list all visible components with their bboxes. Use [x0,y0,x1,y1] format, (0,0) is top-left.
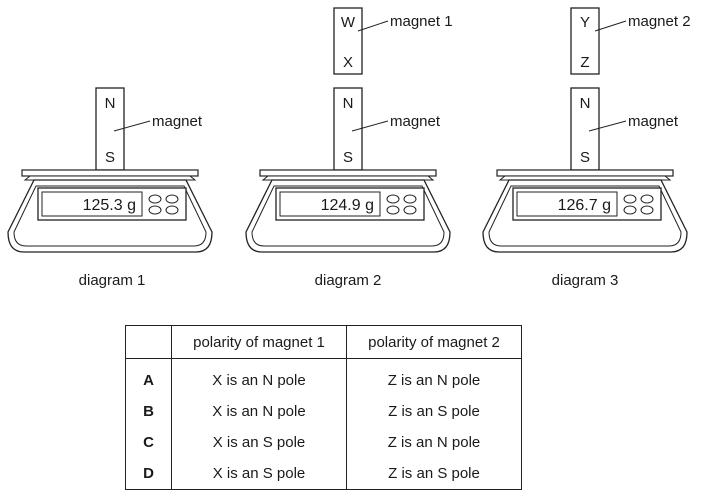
magnet-2-polarity: Z is an S pole [346,458,522,490]
option-row-d[interactable]: D X is an S pole Z is an S pole [125,458,522,490]
table-header-magnet-1: polarity of magnet 1 [171,325,347,359]
magnet-bottom-pole: S [580,149,590,166]
upper-magnet: W X magnet 1 [333,7,453,75]
magnet: N S magnet [95,87,203,171]
button [165,194,179,204]
magnet: N S magnet [570,87,679,171]
option-letter: C [125,427,172,458]
button [403,205,417,215]
option-letter: B [125,396,172,427]
diagram-3: Y Z magnet 2 N S magnet 126.7 g di [482,7,691,289]
magnet-1-polarity: X is an S pole [171,458,347,490]
balance-reading: 126.7 g [558,197,611,214]
button [403,194,417,204]
upper-magnet-top-pole: W [341,14,356,31]
diagram-caption: diagram 3 [552,272,619,289]
magnet-top-pole: N [580,95,591,112]
upper-magnet-bottom-pole: X [343,54,353,71]
option-letter: D [125,458,172,490]
upper-magnet-label: magnet 2 [628,13,691,30]
upper-magnet: Y Z magnet 2 [570,7,691,75]
option-row-b[interactable]: B X is an N pole Z is an S pole [125,396,522,427]
magnet-top-pole: N [105,95,116,112]
magnet-label: magnet [628,113,679,130]
diagram-caption: diagram 2 [315,272,382,289]
electronic-balance: 125.3 g [7,169,213,253]
option-row-a[interactable]: A X is an N pole Z is an N pole [125,358,522,396]
button [165,205,179,215]
magnet-label: magnet [390,113,441,130]
diagram-caption: diagram 1 [79,272,146,289]
magnet-1-polarity: X is an S pole [171,427,347,458]
button [386,194,400,204]
magnet-balance-diagrams: N S magnet 125.3 g diagram 1 W X [7,7,691,289]
diagram-1: N S magnet 125.3 g diagram 1 [7,87,213,289]
magnet: N S magnet [333,87,441,171]
answer-options-table: polarity of magnet 1 polarity of magnet … [125,325,522,490]
magnet-2-polarity: Z is an N pole [346,427,522,458]
button [640,194,654,204]
magnet-2-polarity: Z is an N pole [346,358,522,396]
electronic-balance: 126.7 g [482,169,688,253]
option-row-c[interactable]: C X is an S pole Z is an N pole [125,427,522,458]
upper-magnet-top-pole: Y [580,14,590,31]
magnet-label: magnet [152,113,203,130]
button [623,194,637,204]
magnet-1-polarity: X is an N pole [171,358,347,396]
button [623,205,637,215]
table-header-magnet-2: polarity of magnet 2 [346,325,522,359]
table-header-row: polarity of magnet 1 polarity of magnet … [125,325,522,359]
upper-magnet-label: magnet 1 [390,13,453,30]
upper-magnet-bottom-pole: Z [580,54,589,71]
balance-reading: 125.3 g [83,197,136,214]
table-header-corner [125,325,172,359]
magnet-2-polarity: Z is an S pole [346,396,522,427]
magnet-bottom-pole: S [343,149,353,166]
button [640,205,654,215]
magnet-top-pole: N [343,95,354,112]
button [148,194,162,204]
balance-reading: 124.9 g [321,197,374,214]
diagram-2: W X magnet 1 N S magnet 124.9 g di [245,7,453,289]
option-letter: A [125,358,172,396]
electronic-balance: 124.9 g [245,169,451,253]
button [386,205,400,215]
magnet-bottom-pole: S [105,149,115,166]
button [148,205,162,215]
magnet-1-polarity: X is an N pole [171,396,347,427]
